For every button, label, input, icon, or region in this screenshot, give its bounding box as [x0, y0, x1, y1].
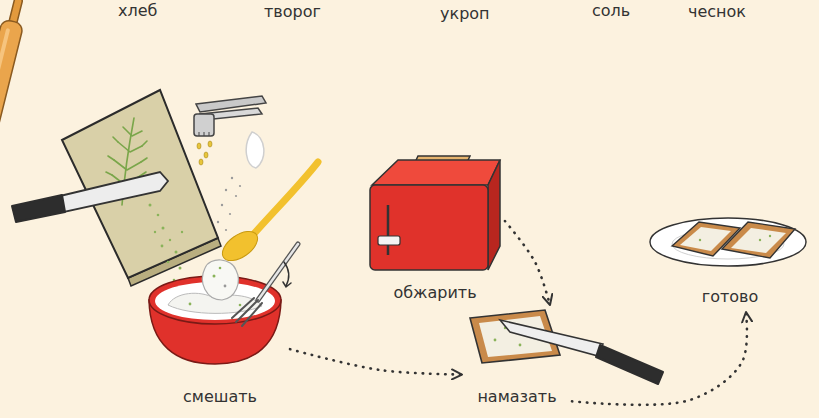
dill-crumbs: [149, 204, 188, 288]
garlic-press: [194, 96, 266, 136]
cottage-cheese: [168, 260, 262, 313]
plate-with-toasts: [731, 228, 786, 253]
garlic-clove: [246, 132, 264, 168]
dill-crumbs: [162, 227, 165, 230]
step-node: обжарить: [365, 150, 505, 308]
spreading-knife: [596, 345, 663, 384]
garlic-bits: [197, 143, 201, 149]
step-node: готово: [650, 205, 810, 312]
garlic-bits: [208, 141, 212, 147]
salt-grains: [235, 195, 237, 197]
ingredient-label: соль: [592, 2, 630, 20]
salt-grains: [229, 213, 231, 215]
knife: [60, 172, 168, 212]
rolling-pin: [0, 0, 30, 170]
dill-crumbs: [175, 251, 178, 254]
dill-crumbs: [149, 204, 152, 207]
toaster: [488, 160, 500, 270]
dill-crumbs: [181, 231, 183, 233]
ingredient-label: укроп: [440, 5, 490, 23]
cottage-cheese: [213, 275, 216, 278]
toaster: [370, 185, 488, 270]
plate-with-toasts: [769, 235, 771, 237]
plate-with-toasts: [650, 218, 806, 266]
cottage-cheese: [219, 267, 222, 270]
cottage-cheese: [224, 285, 227, 288]
step-node: намазать: [462, 305, 572, 412]
plate-with-toasts: [650, 218, 806, 266]
garlic-clove: [246, 132, 264, 168]
garlic-press: [204, 132, 205, 136]
garlic-bits: [197, 141, 212, 165]
ingredient-label: творог: [264, 3, 321, 21]
cottage-cheese: [202, 260, 238, 300]
salt-grains: [225, 189, 227, 191]
toast-with-spread: [519, 344, 522, 347]
spreading-knife: [500, 320, 603, 356]
dill-crumbs: [154, 231, 156, 233]
step-caption: готово: [702, 288, 759, 306]
garlic-bits: [204, 152, 208, 158]
fork: [232, 244, 298, 326]
garlic-press: [194, 114, 214, 136]
garlic-press: [209, 132, 210, 136]
salt-grains: [217, 221, 219, 223]
plate-with-toasts: [759, 239, 761, 241]
step-caption: обжарить: [393, 284, 476, 302]
step-node: смешать: [150, 255, 290, 412]
step-caption: смешать: [183, 388, 257, 406]
ingredient-label: чеснок: [688, 3, 746, 21]
salt-grains: [225, 229, 227, 231]
fork: [258, 244, 298, 300]
dill-crumbs: [161, 245, 164, 248]
fork: [283, 262, 291, 287]
dill-sprig: [106, 137, 147, 176]
salt-grains: [221, 204, 223, 206]
dill-crumbs: [179, 267, 182, 270]
rolling-pin: [0, 19, 24, 170]
dill-crumbs: [169, 239, 171, 241]
step-caption: намазать: [477, 388, 556, 406]
toaster: [370, 156, 500, 270]
spoon: [252, 162, 318, 236]
salt-grains: [217, 177, 241, 231]
ingredient-label: хлеб: [118, 2, 157, 20]
plate-with-toasts: [722, 222, 795, 258]
cottage-cheese: [239, 304, 242, 307]
spreading-knife: [500, 320, 663, 384]
dotted-connector: [290, 349, 462, 374]
toaster: [378, 236, 400, 245]
spoon: [217, 162, 318, 266]
salt-grains: [239, 185, 241, 187]
fork: [258, 244, 298, 300]
garlic-bits: [199, 159, 203, 165]
toast-with-spread: [494, 339, 497, 342]
rolling-pin: [0, 28, 10, 155]
toaster: [387, 205, 390, 255]
plate-with-toasts: [699, 239, 701, 241]
salt-grains: [231, 177, 233, 179]
fork: [232, 298, 262, 326]
dill-crumbs: [167, 261, 170, 264]
dill-crumbs: [157, 214, 160, 217]
cottage-cheese: [189, 303, 192, 306]
knife: [12, 195, 65, 222]
garlic-press: [199, 132, 200, 136]
knife: [12, 172, 168, 222]
dotted-connector: [572, 312, 747, 405]
dotted-connector: [505, 221, 550, 305]
toaster: [372, 160, 500, 185]
